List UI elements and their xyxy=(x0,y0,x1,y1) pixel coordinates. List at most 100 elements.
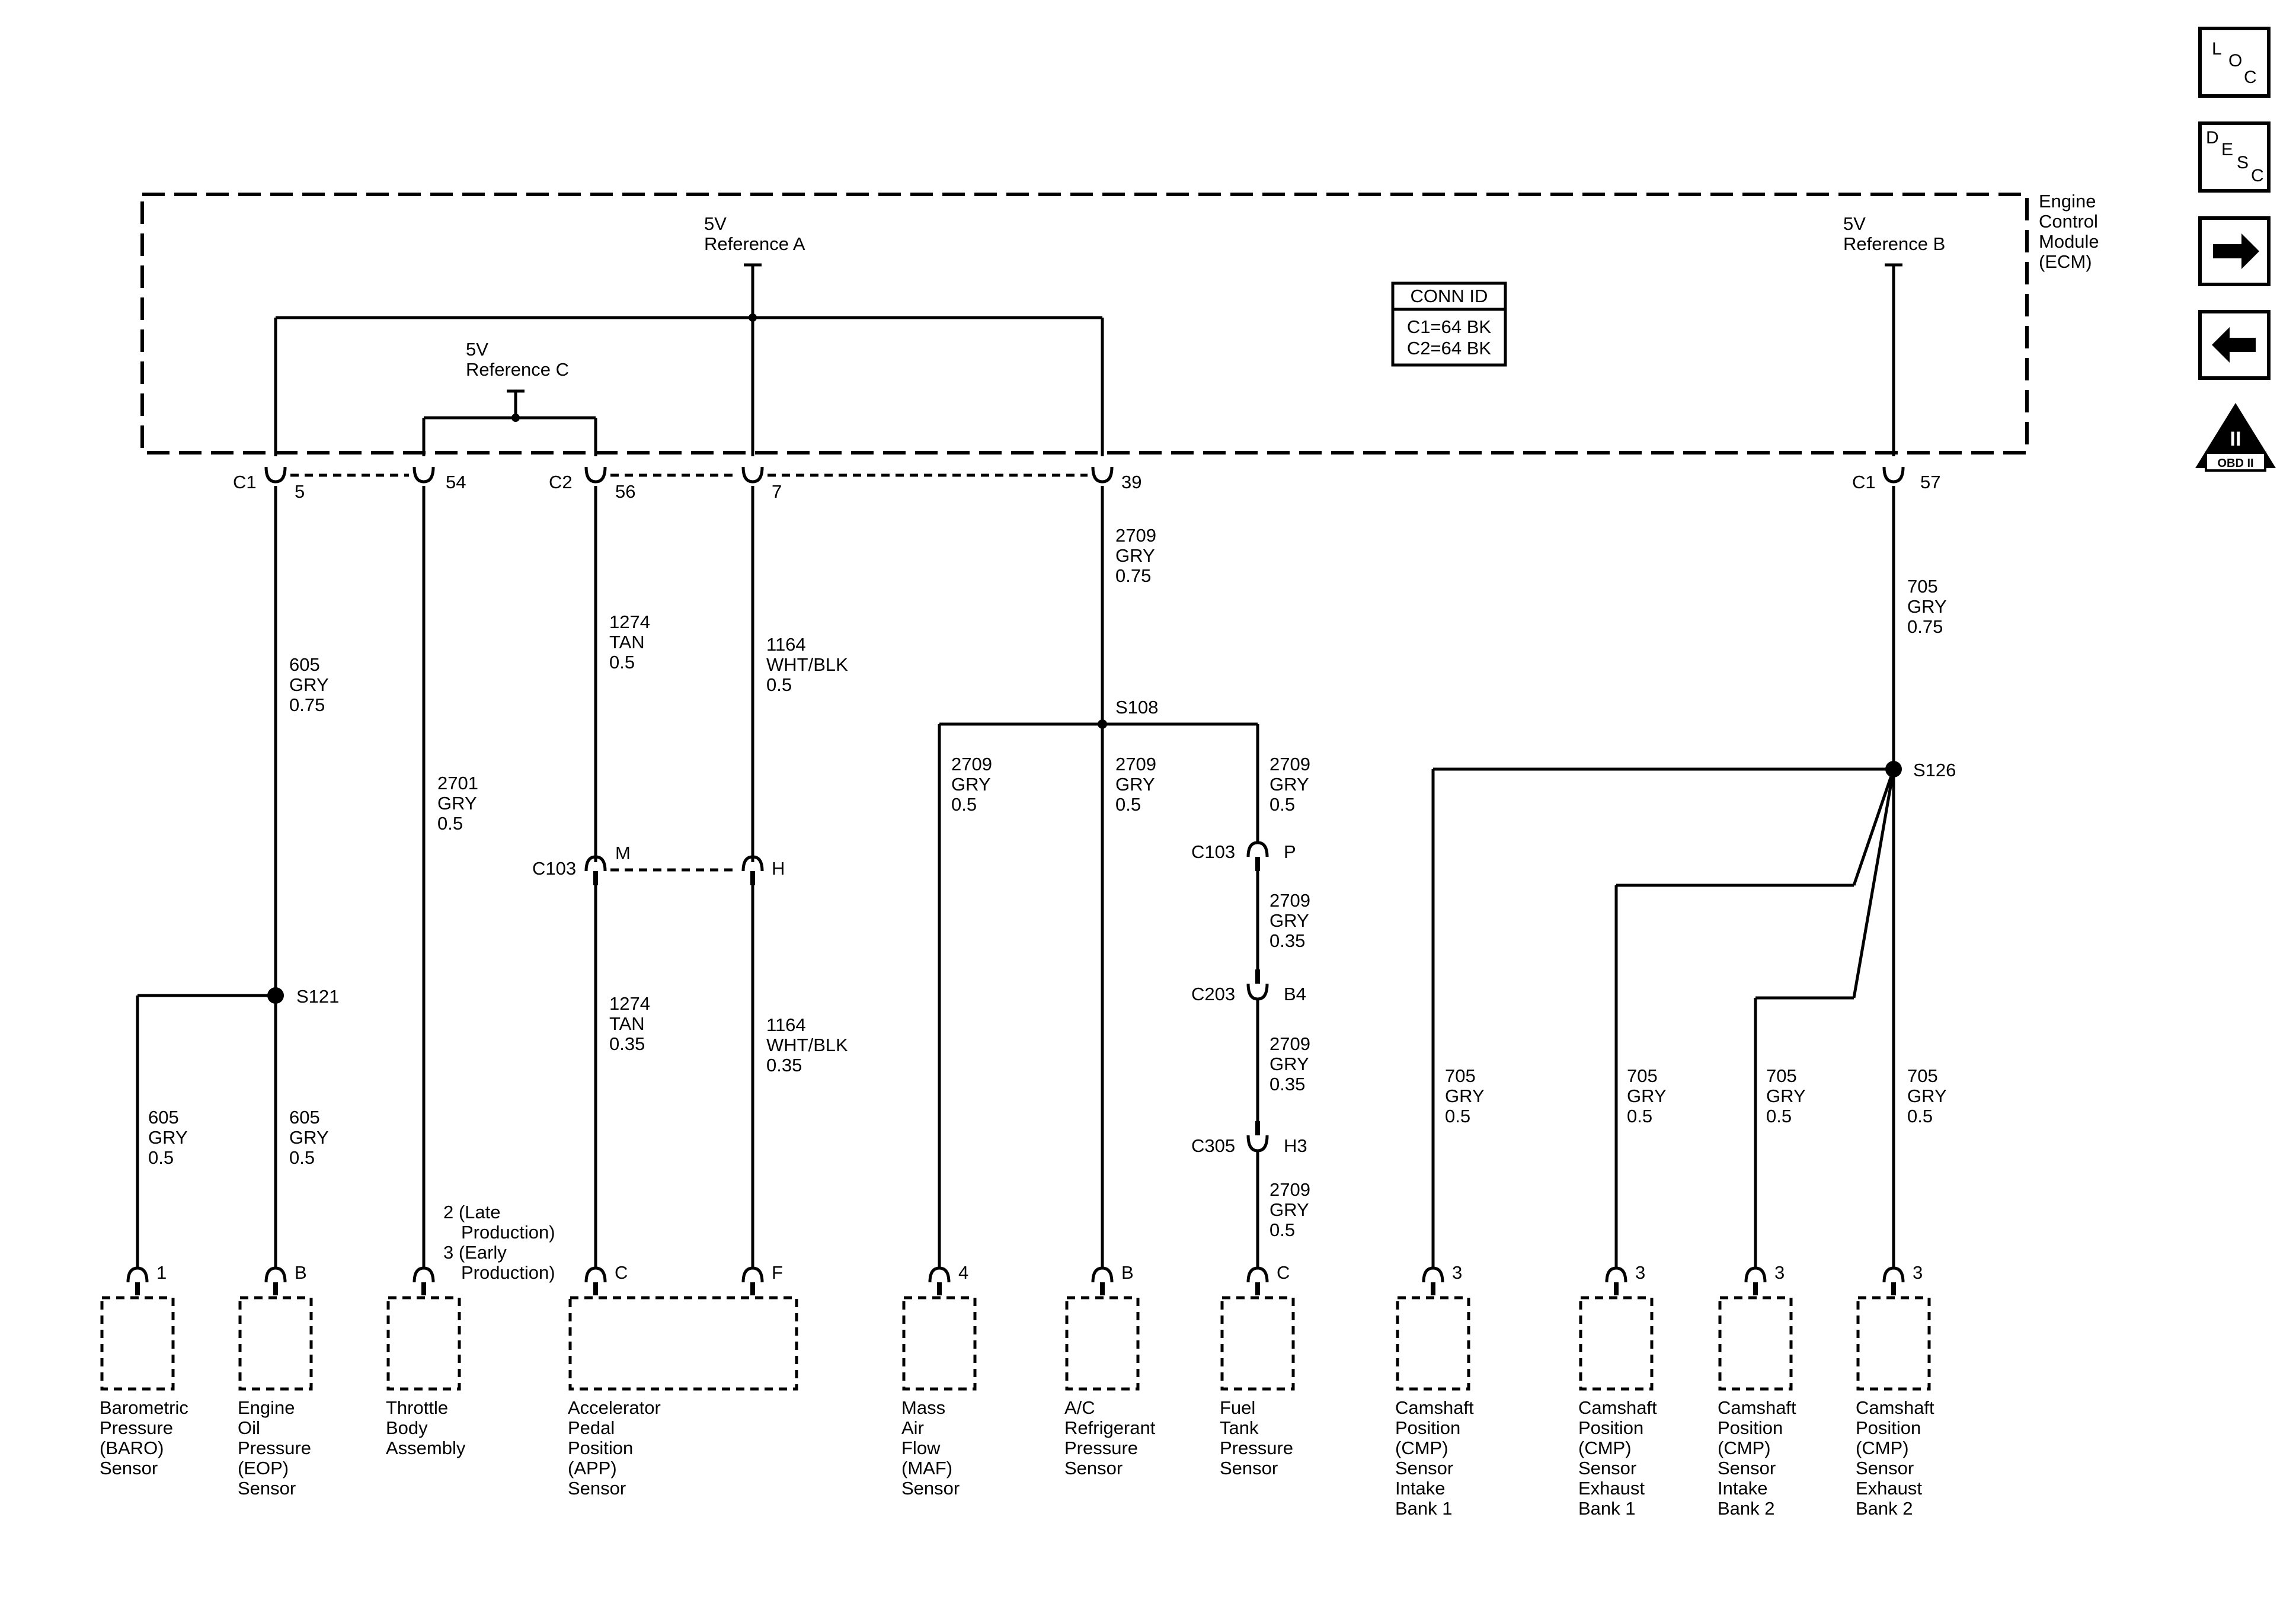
component-body xyxy=(1718,1296,1793,1391)
component-pin-contact xyxy=(273,1282,278,1295)
wire-705-exhaust-b2: 705 GRY 0.5 xyxy=(1907,1065,1952,1126)
component-pin-contact xyxy=(1614,1282,1619,1295)
pin-54-label: 54 xyxy=(446,472,466,492)
component-pin xyxy=(1605,1266,1627,1283)
connector-c103-label-b: C103 xyxy=(1191,841,1235,862)
pin-39-label: 39 xyxy=(1121,472,1141,492)
pin-56-label: 56 xyxy=(615,481,635,502)
pin-b4-label: B4 xyxy=(1284,984,1306,1004)
component-pin-contact xyxy=(1431,1282,1435,1295)
component-pin xyxy=(126,1266,149,1283)
component-body xyxy=(1220,1296,1295,1391)
wire-605-05-eop: 605 GRY 0.5 xyxy=(289,1107,334,1168)
ecm-boundary xyxy=(140,193,2029,454)
connector-c1-label: C1 xyxy=(233,472,257,492)
component-pin xyxy=(741,1266,764,1283)
component-pin-label: 4 xyxy=(958,1262,968,1283)
circuit-2709: S108 C103 P C203 B4 C305 H3 2709 GRY 0.7… xyxy=(938,486,1316,1268)
conn-id-table: CONN ID C1=64 BK C2=64 BK xyxy=(1391,281,1507,367)
obd-ii-text: OBD II xyxy=(2217,457,2253,470)
splice-s126-label: S126 xyxy=(1913,760,1956,780)
pin-c203-b4 xyxy=(1246,983,1269,1001)
pin-c305-h3 xyxy=(1246,1135,1269,1153)
component-pin-contact xyxy=(1753,1282,1758,1295)
component-pin-label: C xyxy=(615,1262,628,1283)
desc-icon[interactable] xyxy=(2198,121,2271,193)
desc-button[interactable]: D E S C xyxy=(2198,121,2271,193)
component-pin-contact xyxy=(135,1282,140,1295)
arrow-right-icon[interactable] xyxy=(2213,233,2259,269)
svg-text:C: C xyxy=(2244,68,2257,87)
connector-c2-label: C2 xyxy=(549,472,573,492)
component-pin xyxy=(1091,1266,1114,1283)
wire-2709-05-maf: 2709 GRY 0.5 xyxy=(951,754,997,815)
arrow-left-icon[interactable] xyxy=(2212,327,2256,363)
back-button[interactable] xyxy=(2198,310,2271,380)
wire-2709-05-ftp: 2709 GRY 0.5 xyxy=(1269,754,1316,815)
component-body xyxy=(1065,1296,1140,1391)
component-body xyxy=(1856,1296,1931,1391)
wire-705-exhaust-b1: 705 GRY 0.5 xyxy=(1627,1065,1671,1126)
svg-text:O: O xyxy=(2228,51,2242,71)
wire-705-075: 705 GRY 0.75 xyxy=(1907,576,1952,637)
component-pin xyxy=(584,1266,607,1283)
component-pin xyxy=(264,1266,287,1283)
pin-c1-5 xyxy=(264,466,287,484)
wire-1274-05: 1274 TAN 0.5 xyxy=(609,612,655,673)
obd-ii-numeral: II xyxy=(2230,428,2241,450)
pin-c103-m xyxy=(584,855,607,872)
wire-2709-075: 2709 GRY 0.75 xyxy=(1115,525,1162,586)
component-pin-label: 3 xyxy=(1635,1262,1645,1283)
wire-605-05-baro: 605 GRY 0.5 xyxy=(148,1107,193,1168)
pin-c1-54 xyxy=(412,466,435,484)
conn-id-c1: C1=64 BK xyxy=(1407,316,1492,337)
connector-c103-label-a: C103 xyxy=(532,858,576,879)
component-pin-label: F xyxy=(772,1262,783,1283)
obd-ii-button[interactable]: II OBD II xyxy=(2195,403,2276,472)
loc-button[interactable]: L O C xyxy=(2198,27,2271,98)
component-pin-label: 3 xyxy=(1452,1262,1462,1283)
wire-2709-035-b: 2709 GRY 0.35 xyxy=(1269,1033,1316,1094)
side-icons: L O C D E S C II OBD II xyxy=(2195,27,2276,472)
pin-7-label: 7 xyxy=(772,481,782,502)
pin-c103-h xyxy=(741,855,764,872)
wire-705-intake-b2: 705 GRY 0.5 xyxy=(1766,1065,1811,1126)
conn-id-c2: C2=64 BK xyxy=(1407,338,1492,359)
pin-c103-p xyxy=(1246,841,1269,857)
ecm-label: Engine Control Module (ECM) xyxy=(2039,191,2104,272)
component-body xyxy=(386,1296,461,1391)
wire-1164-05: 1164 WHT/BLK 0.5 xyxy=(766,634,853,695)
wire-2709-05-ac: 2709 GRY 0.5 xyxy=(1115,754,1162,815)
component-pin-contact xyxy=(1255,1282,1260,1295)
component-pin-contact xyxy=(937,1282,942,1295)
connector-c203-label: C203 xyxy=(1191,984,1235,1004)
wire-2701: 2701 GRY 0.5 xyxy=(437,773,484,834)
wire-1274-035: 1274 TAN 0.35 xyxy=(609,993,655,1054)
svg-text:D: D xyxy=(2206,128,2219,148)
component-pin-contact xyxy=(593,1282,598,1295)
component-pin-label: B xyxy=(1121,1262,1134,1283)
circuit-2701: 2701 GRY 0.5 2 (Late Production) 3 (Earl… xyxy=(422,486,555,1283)
component-body xyxy=(238,1296,313,1391)
loc-icon[interactable] xyxy=(2198,27,2271,98)
component-pin-label: 3 xyxy=(1913,1262,1923,1283)
pin-m-label: M xyxy=(615,843,631,863)
pin-5-label: 5 xyxy=(295,481,305,502)
component-pin-label: B xyxy=(295,1262,307,1283)
ref-b-label: 5V Reference B xyxy=(1843,213,1945,254)
component-pin-label: C xyxy=(1277,1262,1290,1283)
ecm-connector-row: C1 5 54 C2 56 7 39 C1 57 xyxy=(233,466,1940,502)
ecm-module: Engine Control Module (ECM) 5V Reference… xyxy=(140,191,2104,456)
conn-id-title: CONN ID xyxy=(1411,286,1488,306)
pin-c1-39 xyxy=(1091,466,1114,484)
next-button[interactable] xyxy=(2198,216,2271,286)
